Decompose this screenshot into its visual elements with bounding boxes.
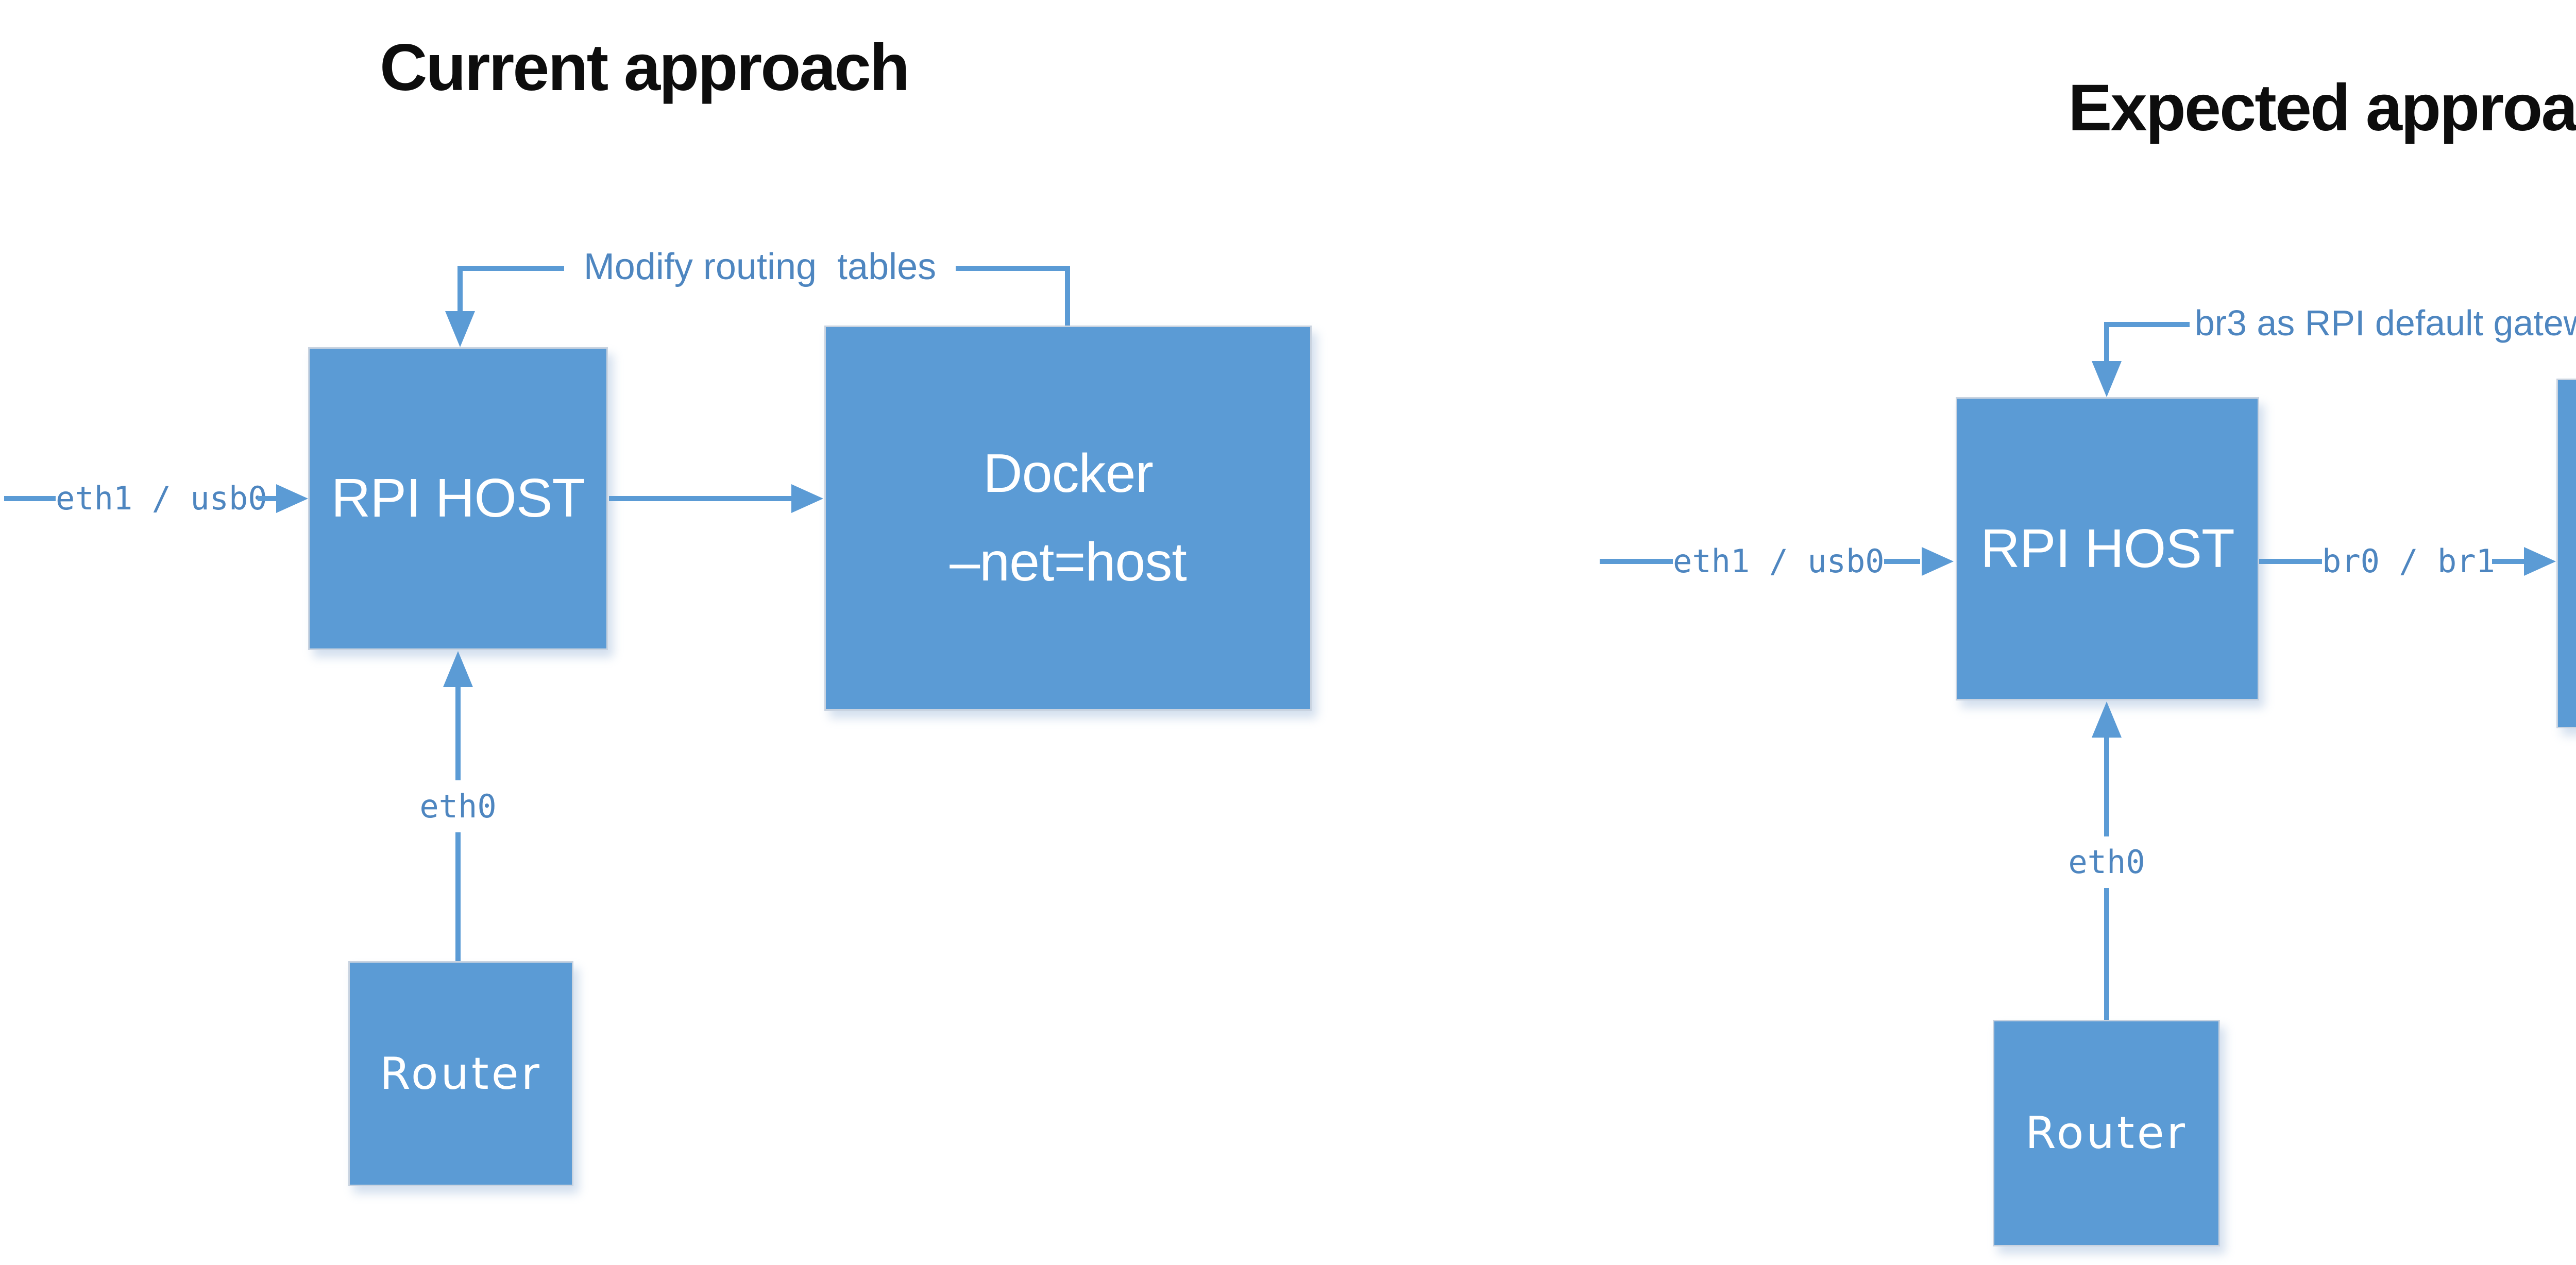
router-box-label: Router (2025, 1107, 2188, 1159)
edge-eth0-line (2104, 888, 2109, 1021)
docker-net-host-content: Docker –net=host (826, 430, 1310, 606)
docker-net-host-box: Docker –net=host (824, 326, 1312, 711)
rpi-host-box: RPI HOST (1956, 397, 2259, 700)
feedback-edge-label: br3 as RPI default gateway (2194, 303, 2576, 343)
rpi-host-box: RPI HOST (308, 347, 608, 650)
edge-eth0-line (455, 685, 461, 780)
feedback-connector-line (2104, 322, 2109, 363)
edge-eth0-line (455, 832, 461, 962)
edge-eth1-usb0-line (4, 496, 56, 501)
edge-rpi-to-docker-line (609, 496, 792, 501)
router-box-label: Router (379, 1048, 542, 1100)
docker-bullet-list: Modify routing tables br0 = eth1, br1 = … (2558, 594, 2576, 687)
feedback-connector-line (1065, 266, 1070, 328)
edge-eth0-label: eth0 (419, 788, 497, 825)
edge-br0-br1-line (2259, 559, 2322, 564)
edge-eth1-usb0-line (1600, 559, 1673, 564)
current-approach-title: Current approach (380, 31, 910, 105)
edge-eth1-usb0-line (258, 496, 278, 501)
arrowhead-down-icon (2092, 361, 2122, 397)
router-box: Router (1993, 1020, 2220, 1246)
edge-br0-br1-label: br0 / br1 (2322, 542, 2495, 580)
arrowhead-right-icon (791, 484, 823, 513)
edge-eth0-label: eth0 (2068, 843, 2145, 881)
arrowhead-right-icon (276, 484, 308, 513)
arrowhead-right-icon (2524, 547, 2556, 576)
arrowhead-right-icon (1922, 547, 1954, 576)
feedback-connector-line (457, 266, 564, 271)
edge-br0-br1-line (2492, 559, 2524, 564)
edge-eth1-usb0-label: eth1 / usb0 (56, 480, 267, 517)
edge-eth1-usb0-label: eth1 / usb0 (1673, 542, 1885, 580)
arrowhead-down-icon (445, 311, 475, 347)
edge-eth0-line (2104, 736, 2109, 836)
docker-box-label-line2: –net=host (950, 532, 1187, 592)
feedback-edge-label: Modify routing tables (583, 246, 937, 287)
edge-eth1-usb0-line (1884, 559, 1920, 564)
docker-net-bridge-content: Docker –net=bridge Modify routing tables… (2558, 404, 2576, 687)
feedback-connector-line (956, 266, 1070, 271)
feedback-connector-line (457, 266, 463, 313)
docker-box-label-line1: Docker (983, 443, 1154, 504)
rpi-host-box-label: RPI HOST (1980, 518, 2235, 579)
arrowhead-up-icon (2092, 702, 2122, 738)
rpi-host-box-label: RPI HOST (331, 468, 586, 529)
arrowhead-up-icon (443, 651, 473, 687)
expected-approach-title: Expected approach (2068, 71, 2576, 145)
docker-net-bridge-box: Docker –net=bridge Modify routing tables… (2556, 379, 2576, 728)
feedback-connector-line (2104, 322, 2190, 327)
router-box: Router (348, 961, 573, 1186)
